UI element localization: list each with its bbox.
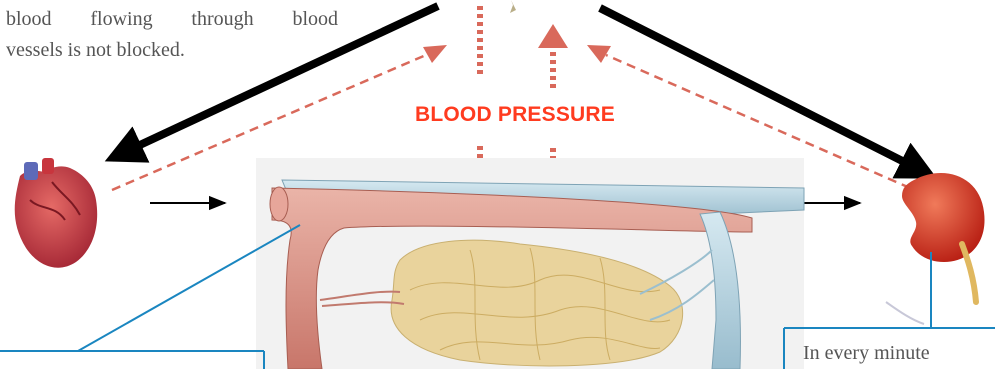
- arrow-to-kidney: [600, 8, 930, 175]
- heart-icon: [15, 158, 97, 268]
- kidney-icon: [886, 173, 985, 324]
- brain-icon: [510, 0, 516, 13]
- arrow-to-heart: [112, 6, 438, 158]
- capillary-bed-illustration: [256, 158, 804, 369]
- kidney-callout-text: In every minute: [803, 342, 930, 365]
- blood-pressure-label: BLOOD PRESSURE: [389, 103, 641, 127]
